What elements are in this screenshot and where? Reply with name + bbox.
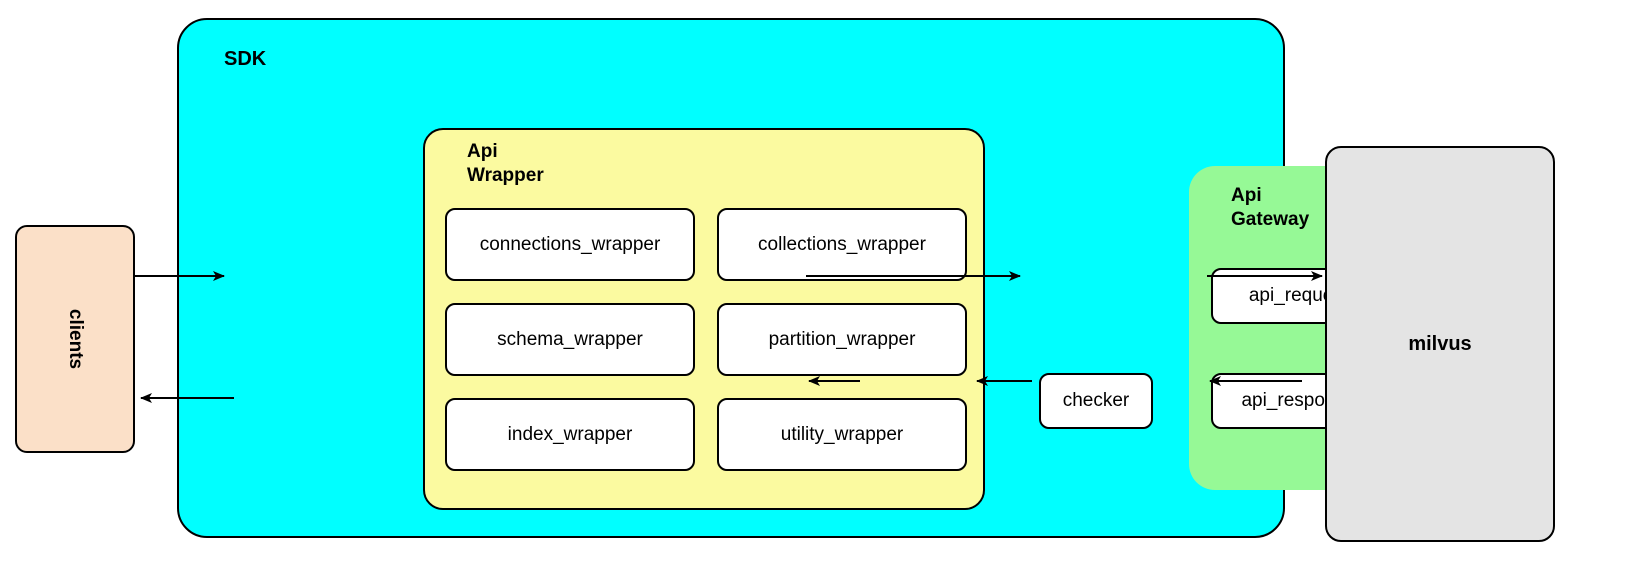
- module-schema-wrapper[interactable]: schema_wrapper: [445, 303, 695, 376]
- sdk-label: SDK: [224, 48, 267, 70]
- module-index-wrapper[interactable]: index_wrapper: [445, 398, 695, 471]
- clients-label: clients: [65, 308, 86, 370]
- api-wrapper-label: Api Wrapper: [467, 141, 544, 186]
- api-wrapper-module-grid: connections_wrapper collections_wrapper …: [445, 208, 967, 471]
- module-connections-wrapper[interactable]: connections_wrapper: [445, 208, 695, 281]
- sdk-container[interactable]: SDK Api Wrapper connections_wrapper coll…: [177, 18, 1464, 538]
- module-partition-wrapper[interactable]: partition_wrapper: [717, 303, 967, 376]
- milvus-node[interactable]: milvus: [1325, 146, 1555, 542]
- api-gateway-label: Api Gateway: [1231, 185, 1310, 230]
- clients-node[interactable]: clients: [15, 225, 135, 453]
- module-utility-wrapper[interactable]: utility_wrapper: [717, 398, 967, 471]
- checker-node[interactable]: checker: [1039, 373, 1153, 429]
- module-collections-wrapper[interactable]: collections_wrapper: [717, 208, 967, 281]
- api-wrapper-container[interactable]: Api Wrapper connections_wrapper collecti…: [423, 128, 985, 510]
